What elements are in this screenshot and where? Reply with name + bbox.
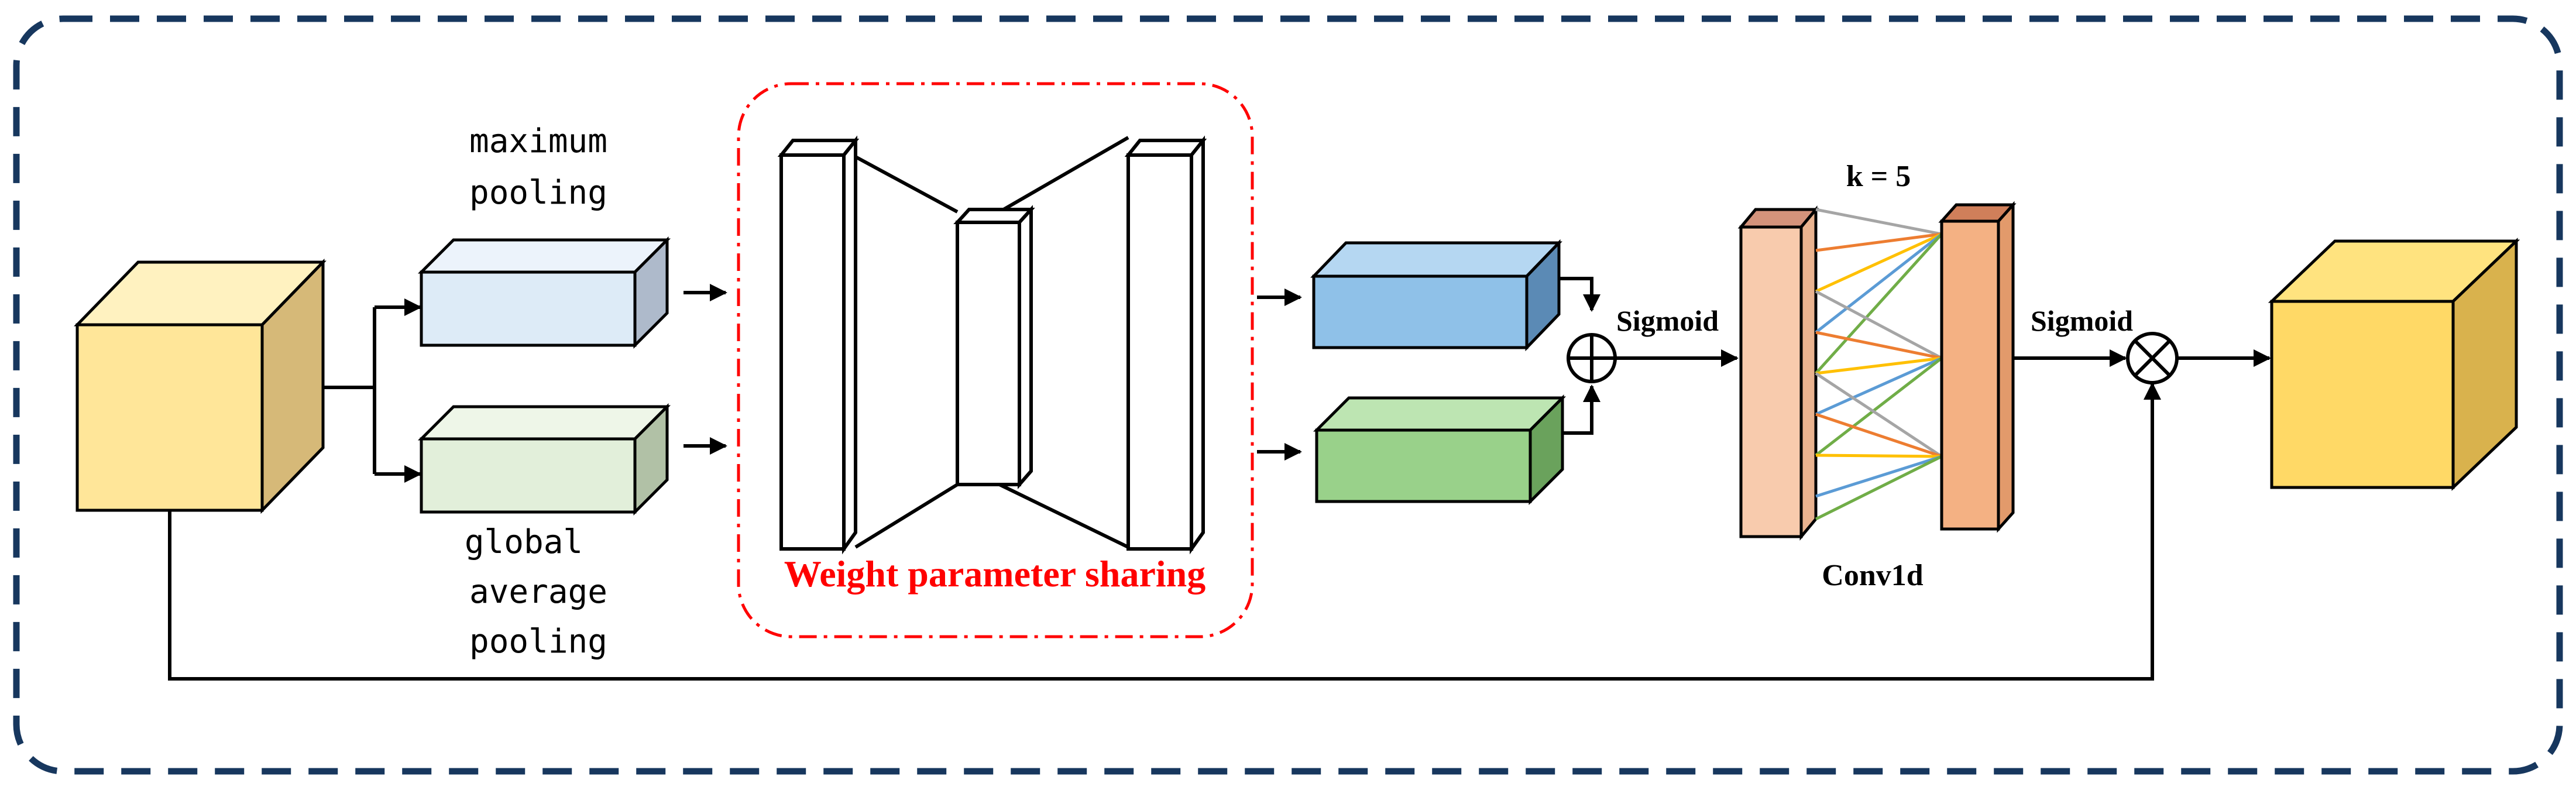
residual-path: [168, 382, 2161, 681]
sigmoid-label-1: Sigmoid: [1616, 304, 1719, 337]
shared-mlp: [777, 135, 1207, 555]
input-feature-cube: [74, 258, 327, 514]
sigmoid-label-2: Sigmoid: [2031, 304, 2133, 337]
conv1d-label: Conv1d: [1822, 559, 1923, 592]
sum-connectors: [1559, 277, 1600, 435]
outer-dashed-frame: [13, 15, 2563, 775]
conv1d-input-layer: [1737, 205, 1819, 541]
element-wise-multiply-icon: [2126, 332, 2179, 384]
weight-sharing-frame: [737, 82, 1254, 638]
gap-label-line2: average: [469, 573, 607, 611]
max-pooling-block: [417, 236, 671, 349]
max-pooling-label-line2: pooling: [469, 174, 607, 212]
avg-branch-output-block: [1313, 394, 1567, 506]
global-average-pooling-block: [417, 403, 671, 516]
conv1d-output-layer: [1938, 201, 2017, 533]
max-branch-output-block: [1310, 239, 1562, 352]
gap-label-line1: global: [465, 523, 583, 561]
output-feature-cube: [2268, 238, 2520, 491]
element-wise-sum-icon: [1567, 333, 1617, 383]
conv1d-kernel-lines: [1815, 208, 1943, 521]
split-connectors: [323, 298, 422, 483]
gap-label-line3: pooling: [469, 623, 607, 661]
max-pooling-label-line1: maximum: [469, 122, 607, 160]
weight-sharing-label: Weight parameter sharing: [784, 553, 1206, 595]
kernel-size-label: k = 5: [1846, 160, 1911, 193]
